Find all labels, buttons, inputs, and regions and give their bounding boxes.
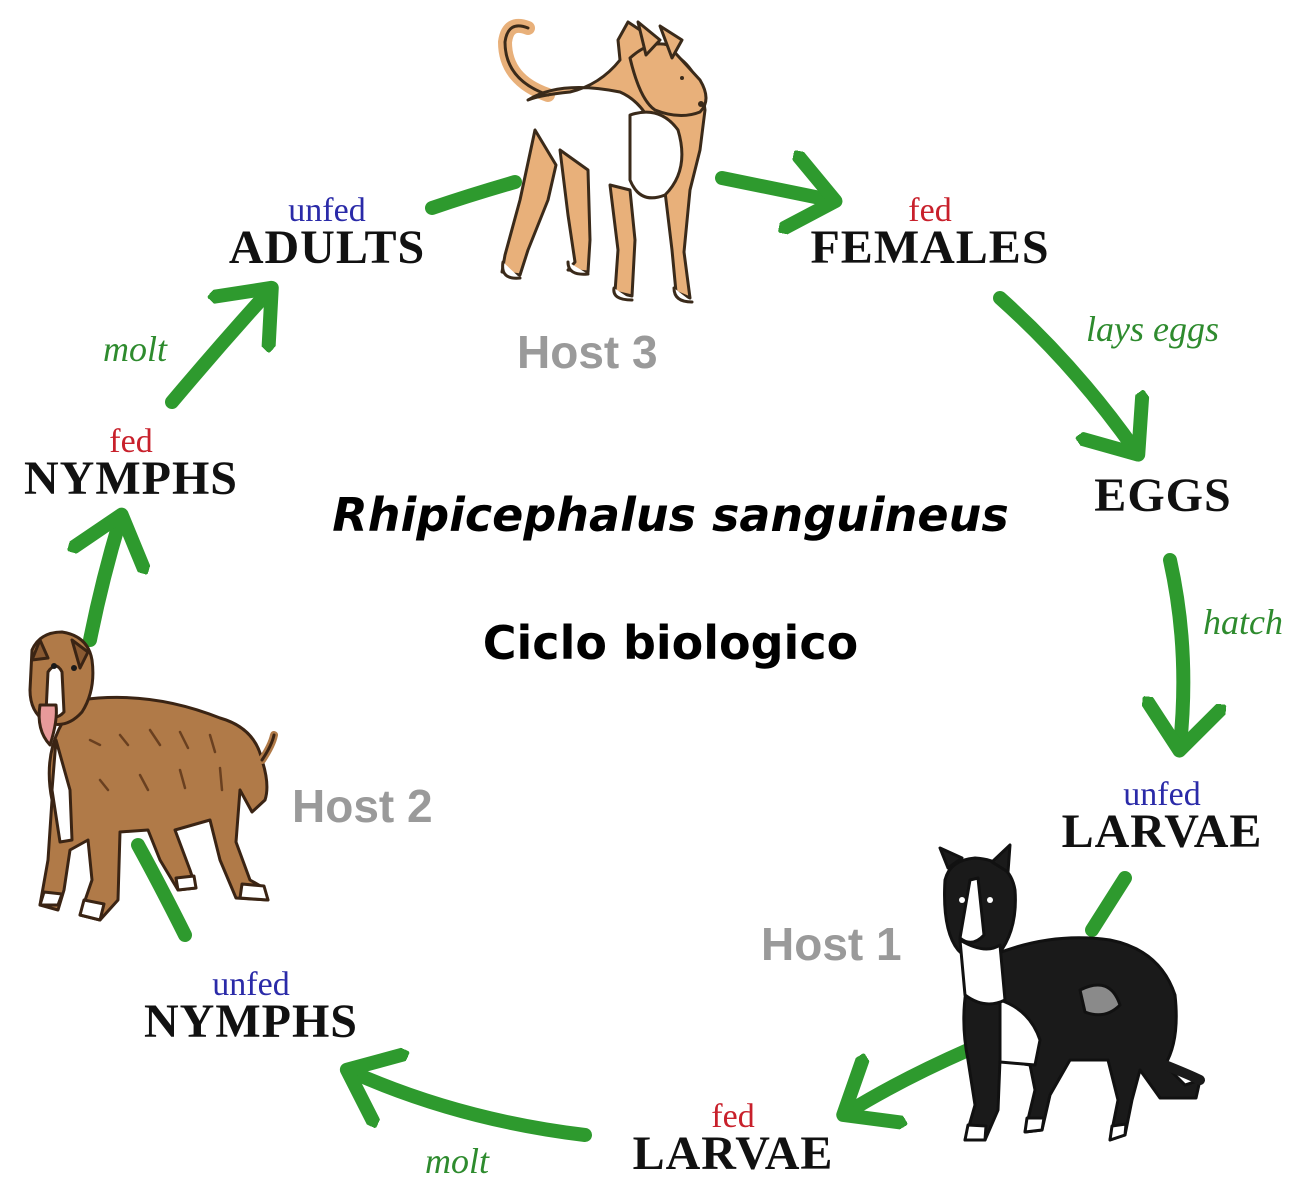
stage-name-label: ADULTS	[229, 224, 425, 272]
cycle-subtitle: Ciclo biologico	[0, 616, 1311, 670]
stage-fed-females: fed FEMALES	[810, 194, 1049, 272]
transition-molt-nymphs: molt	[103, 328, 167, 370]
arrow-fed-larvae-to-unfed-nymphs	[352, 1072, 585, 1135]
stage-unfed-nymphs: unfed NYMPHS	[144, 968, 358, 1046]
stage-name-label: LARVAE	[633, 1130, 834, 1178]
stage-name-label: FEMALES	[810, 224, 1049, 272]
stage-name-label: NYMPHS	[144, 998, 358, 1046]
host2-label: Host 2	[292, 779, 433, 833]
arrow-host1-to-fed-larvae	[848, 1050, 968, 1112]
transition-molt-larvae: molt	[425, 1140, 489, 1182]
arrow-fed-nymphs-to-adults	[172, 292, 268, 402]
transition-lays-eggs: lays eggs	[1086, 308, 1219, 350]
host3-label: Host 3	[517, 325, 658, 379]
host1-dog-illustration	[940, 845, 1200, 1140]
stage-unfed-larvae: unfed LARVAE	[1062, 778, 1263, 856]
arrow-unfed-larvae-to-host1	[1092, 878, 1125, 930]
stage-unfed-adults: unfed ADULTS	[229, 194, 425, 272]
stage-fed-larvae: fed LARVAE	[633, 1100, 834, 1178]
species-title: Rhipicephalus sanguineus	[0, 488, 1311, 542]
stage-name-label: LARVAE	[1062, 808, 1263, 856]
host3-dog-illustration	[502, 22, 706, 302]
arrow-adults-to-host3	[432, 182, 515, 208]
host1-label: Host 1	[761, 917, 902, 971]
